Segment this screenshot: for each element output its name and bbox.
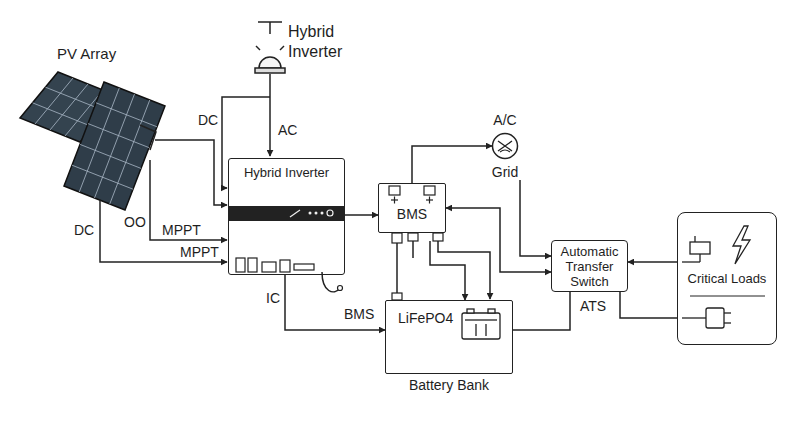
- node-label: Critical Loads: [678, 271, 776, 287]
- signal-name: MPPT: [180, 244, 219, 260]
- connector: [285, 275, 385, 330]
- signal-name: OO: [124, 214, 146, 230]
- node-label: Automatic Transfer Switch: [555, 244, 624, 289]
- signal-name: AC: [278, 122, 297, 138]
- array-label: PV Array: [57, 44, 116, 63]
- inverter-box: Hybrid Inverter: [228, 158, 345, 275]
- panel-stand: [140, 125, 156, 150]
- grid-circle: A/CGrid: [483, 112, 527, 180]
- connector: [446, 208, 551, 272]
- connector: [520, 180, 551, 256]
- connector: [620, 292, 677, 318]
- node-label: LiFePO4: [398, 310, 458, 326]
- node-label: BMS: [379, 206, 445, 222]
- battery-icon: [462, 309, 500, 339]
- part-name: BMS: [344, 306, 374, 322]
- connector: [412, 146, 492, 183]
- grid-symbol: [491, 132, 519, 160]
- part-name: ATS: [580, 298, 606, 314]
- inverter-icon: [255, 22, 285, 73]
- battery-box: LiFePO4Battery Bank: [385, 300, 513, 374]
- connector: [513, 292, 570, 330]
- signal-name: IC: [266, 290, 280, 306]
- signal-name: DC: [198, 112, 218, 128]
- node-label: Hybrid Inverter: [229, 165, 344, 181]
- node-label: A/C: [473, 112, 537, 128]
- switch-box: Automatic Transfer Switch: [551, 240, 628, 292]
- bms-battery-wire: [392, 241, 490, 300]
- signal-name: MPPT: [162, 222, 201, 238]
- node-caption: Grid: [473, 164, 537, 180]
- connector: [628, 261, 677, 263]
- loads-box: Critical Loads: [677, 212, 777, 345]
- connector: [430, 241, 465, 300]
- bms-box: BMS: [378, 183, 446, 233]
- inverter-details: [229, 206, 344, 292]
- node-caption: Battery Bank: [366, 377, 532, 393]
- device-label: Hybrid Inverter: [288, 22, 368, 62]
- signal-name: DC: [74, 222, 94, 238]
- connector: [345, 214, 378, 216]
